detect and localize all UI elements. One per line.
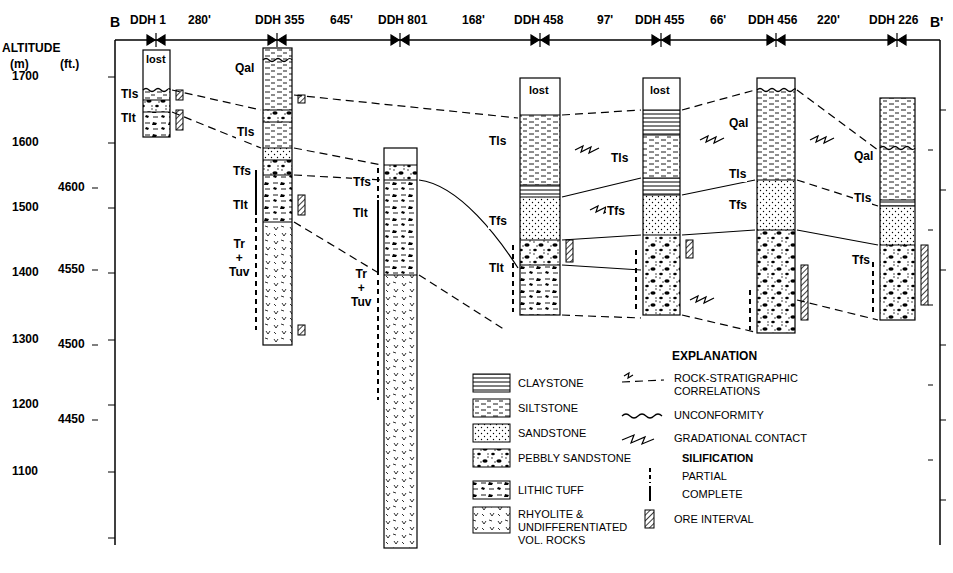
axis-value: 1500 xyxy=(12,201,39,215)
hole-name: DDH 1 xyxy=(130,14,166,28)
axis-value: 1200 xyxy=(12,398,39,412)
hole-name: DDH 458 xyxy=(514,14,563,28)
hole-name: DDH 456 xyxy=(748,14,797,28)
unit-label: Tfs xyxy=(851,254,871,268)
lost-core: lost xyxy=(529,84,549,97)
section-end: B' xyxy=(930,14,943,30)
unit-label: Tls xyxy=(853,192,872,206)
hole-name: DDH 455 xyxy=(635,14,684,28)
unit-label: Tlt xyxy=(232,199,249,213)
hole-spacing: 168' xyxy=(462,14,485,28)
unit-label: Tfs xyxy=(606,205,626,219)
hole-spacing: 645' xyxy=(330,14,353,28)
unit-label: Tfs xyxy=(352,176,372,190)
legend-text: SANDSTONE xyxy=(518,427,658,440)
unit-label: Tlt xyxy=(120,112,137,126)
unit-label: Tfs xyxy=(488,215,508,229)
hole-spacing: 97' xyxy=(597,14,613,28)
unit-label: Tls xyxy=(488,135,507,149)
axis-value: 1600 xyxy=(12,136,39,150)
axis-value: 4600 xyxy=(58,181,85,195)
lost-core: lost xyxy=(146,53,166,66)
unit-label: Tls xyxy=(728,168,747,182)
legend-text: ORE INTERVAL xyxy=(674,513,834,526)
lost-core: lost xyxy=(650,84,670,97)
hole-spacing: 220' xyxy=(817,14,840,28)
hole-spacing: 66' xyxy=(710,14,726,28)
legend-text: CLAYSTONE xyxy=(518,377,658,390)
legend-text: SILTSTONE xyxy=(518,402,658,415)
hole-name: DDH 226 xyxy=(869,14,918,28)
legend-text: RHYOLITE & UNDIFFERENTIATED VOL. ROCKS xyxy=(518,508,640,548)
unit-label: Tls xyxy=(120,88,139,102)
legend-text: UNCONFORMITY xyxy=(674,409,834,422)
unit-label: Tls xyxy=(610,152,629,166)
legend-text: GRADATIONAL CONTACT xyxy=(674,432,834,445)
axis-value: 1300 xyxy=(12,333,39,347)
legend-text: COMPLETE xyxy=(682,488,802,501)
legend-title: EXPLANATION xyxy=(672,350,757,364)
unit-label: Tr + Tuv xyxy=(228,238,250,279)
section-end: B xyxy=(110,14,120,30)
axis-value: 1700 xyxy=(12,70,39,84)
legend-text: ROCK-STRATIGRAPHIC CORRELATIONS xyxy=(674,372,834,398)
hole-name: DDH 355 xyxy=(255,14,304,28)
legend-text: PEBBLY SANDSTONE xyxy=(518,452,658,465)
legend-heading: SILIFICATION xyxy=(682,452,753,465)
axis-value: 4500 xyxy=(58,338,85,352)
legend-text: PARTIAL xyxy=(682,470,802,483)
legend-text: LITHIC TUFF xyxy=(518,484,658,497)
unit-label: Tls xyxy=(236,126,255,140)
axis-value: 4550 xyxy=(58,263,85,277)
unit-label: Tfs xyxy=(232,165,252,179)
axis-value: 4450 xyxy=(58,413,85,427)
axis-title: ALTITUDE xyxy=(2,42,60,56)
unit-label: Tfs xyxy=(728,199,748,213)
unit-label: Tlt xyxy=(352,207,369,221)
axis-value: 1100 xyxy=(12,465,38,479)
unit-label: Qal xyxy=(728,117,749,131)
hole-spacing: 280' xyxy=(188,14,211,28)
axis-value: 1400 xyxy=(12,266,39,280)
unit-label: Qal xyxy=(853,150,874,164)
axis-unit: (ft.) xyxy=(60,58,79,72)
hole-name: DDH 801 xyxy=(378,14,427,28)
unit-label: Tlt xyxy=(488,262,505,276)
unit-label: Qal xyxy=(234,62,255,76)
unit-label: Tr + Tuv xyxy=(350,268,372,309)
